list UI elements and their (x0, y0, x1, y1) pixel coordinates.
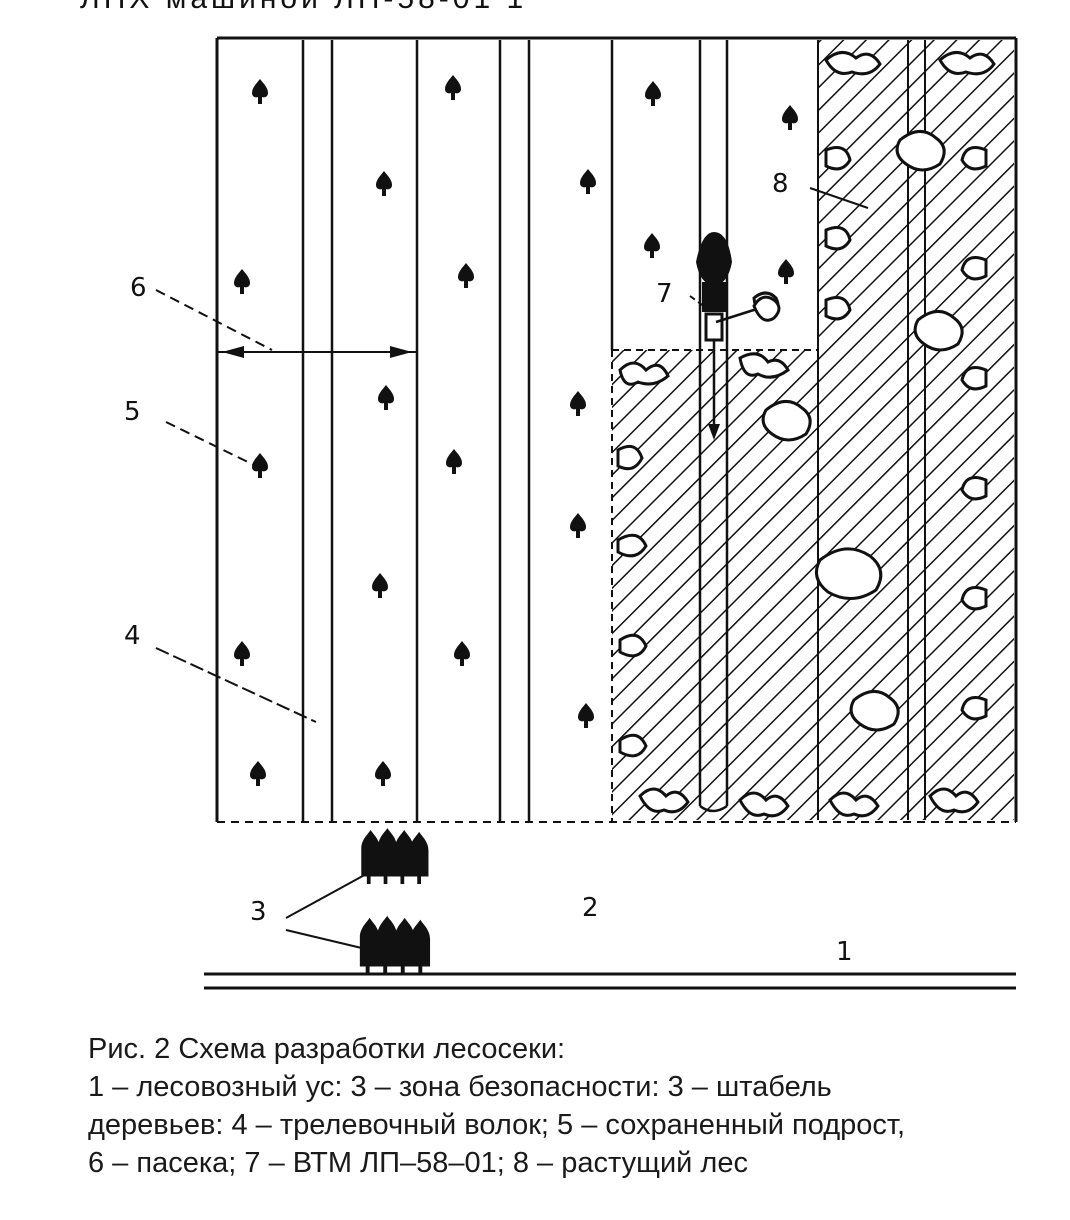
label-7: 7 (656, 279, 673, 309)
tree-stacks (359, 828, 431, 975)
strip-boundary-line (217, 346, 417, 358)
forestry-machine (696, 232, 781, 440)
caption-title: Рис. 2 Схема разработки лесосеки: (88, 1033, 566, 1065)
label-5: 5 (124, 397, 141, 427)
label-6: 6 (130, 273, 147, 303)
label-1: 1 (836, 937, 853, 967)
strip-dividers (301, 40, 729, 822)
forest-edge-undergrowth (616, 51, 996, 818)
trail-end (699, 804, 728, 813)
caption-line: 6 – пасека; 7 – ВТМ ЛП–58–01; 8 – растущ… (88, 1147, 748, 1179)
cropped-header-text: ЛНХ машиной ЛП-58-01 1 (80, 0, 527, 16)
logging-road (204, 972, 1016, 990)
label-4: 4 (124, 621, 141, 651)
logging-site-diagram: 6 5 4 3 2 1 7 8 (124, 36, 1018, 990)
label-8: 8 (772, 169, 789, 199)
leader-lines (155, 187, 869, 951)
figure-caption: Рис. 2 Схема разработки лесосеки: 1 – ле… (88, 1030, 1048, 1182)
label-3: 3 (250, 897, 267, 927)
caption-line: 1 – лесовозный ус: 3 – зона безопасности… (88, 1071, 832, 1103)
growing-forest-area (611, 40, 1014, 822)
plot-outline (215, 36, 1018, 823)
caption-line: деревьев: 4 – трелевочный волок; 5 – сох… (88, 1109, 906, 1141)
label-2: 2 (582, 893, 599, 923)
